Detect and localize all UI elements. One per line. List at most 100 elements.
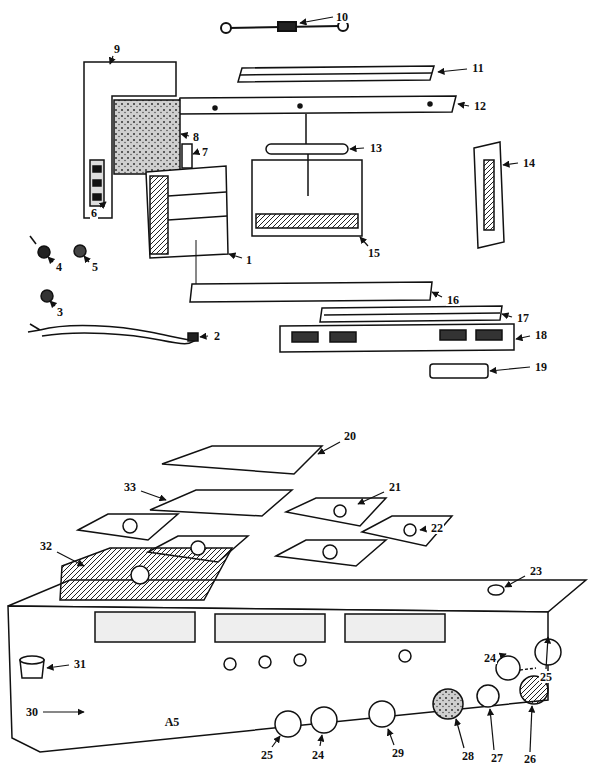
bracket-part xyxy=(90,160,104,206)
knob-parts xyxy=(369,701,395,727)
knob-parts xyxy=(477,685,499,707)
callout-number: 6 xyxy=(90,207,98,219)
callout-number: 27 xyxy=(490,752,504,764)
leader-arrows xyxy=(318,442,340,454)
cooktop-body xyxy=(215,614,325,642)
trim-parts xyxy=(190,282,432,302)
callout-number: 10 xyxy=(335,11,349,23)
callout-number: 13 xyxy=(369,142,383,154)
callout-number: 24 xyxy=(311,749,325,761)
callout-number: 33 xyxy=(123,481,137,493)
leader-arrows xyxy=(456,719,464,748)
grate-parts xyxy=(60,446,452,600)
callout-number: 2 xyxy=(213,330,221,342)
callout-number: 23 xyxy=(529,565,543,577)
knob-parts xyxy=(520,668,536,670)
callout-number: 11 xyxy=(471,62,484,74)
leader-arrows xyxy=(320,735,322,746)
trim-parts xyxy=(292,332,318,342)
trim-parts xyxy=(320,306,502,322)
rail-part xyxy=(428,102,432,106)
leader-arrows xyxy=(84,256,89,262)
side-bracket-part xyxy=(474,142,504,248)
burner-box-part xyxy=(146,166,228,258)
leader-arrows xyxy=(100,202,106,207)
rail-part xyxy=(298,104,302,108)
cooktop-body xyxy=(345,614,445,642)
trim-parts xyxy=(324,313,500,315)
model-mark: A5 xyxy=(164,716,181,728)
leader-arrows xyxy=(43,711,84,712)
leader-arrows xyxy=(500,654,506,656)
tube-part xyxy=(305,114,307,144)
harness-part xyxy=(221,21,348,33)
side-bracket-part xyxy=(484,160,494,230)
leader-arrows xyxy=(505,576,525,587)
burner-box-part xyxy=(168,216,227,220)
callout-number: 21 xyxy=(388,481,402,493)
callout-number: 25 xyxy=(260,749,274,761)
side-bracket-part xyxy=(474,142,504,248)
callout-number: 4 xyxy=(55,261,63,273)
small-fittings xyxy=(30,236,36,244)
grate-parts xyxy=(334,505,346,517)
leader-arrows xyxy=(229,254,242,258)
callout-number: 18 xyxy=(534,329,548,341)
callout-number: 30 xyxy=(25,706,39,718)
callout-number: 26 xyxy=(523,753,537,765)
callout-number: 25 xyxy=(539,671,553,683)
small-fittings xyxy=(30,236,86,302)
burner-box-part xyxy=(168,192,226,196)
callout-number: 16 xyxy=(446,294,460,306)
leader-arrows xyxy=(502,314,512,317)
cord-part xyxy=(28,324,40,332)
leader-arrows xyxy=(48,257,53,262)
leader-arrows xyxy=(50,301,55,306)
callout-number: 20 xyxy=(343,430,357,442)
small-fittings xyxy=(41,290,53,302)
trim-parts xyxy=(440,330,466,340)
cooktop-body xyxy=(259,656,271,668)
burner-box-part xyxy=(150,176,168,254)
callout-number: 3 xyxy=(56,306,64,318)
cooktop-body xyxy=(8,606,548,752)
grate-parts xyxy=(286,498,386,526)
leader-arrows xyxy=(420,529,426,530)
callout-number: 32 xyxy=(39,540,53,552)
callout-number: 15 xyxy=(367,247,381,259)
knob-parts xyxy=(20,656,44,664)
leader-arrows xyxy=(350,148,364,149)
knob-parts xyxy=(311,707,337,733)
cord-part xyxy=(188,333,198,341)
callout-number: 1 xyxy=(245,254,253,266)
small-fittings xyxy=(74,245,86,257)
leader-arrows xyxy=(432,292,442,297)
callout-number: 12 xyxy=(473,100,487,112)
cooktop-body xyxy=(95,612,195,642)
small-fittings xyxy=(38,246,50,258)
leader-arrows xyxy=(358,492,384,504)
leader-arrows xyxy=(200,336,208,337)
burner-box-part xyxy=(114,100,180,174)
knob-parts xyxy=(20,585,561,737)
leader-arrows xyxy=(546,637,548,669)
rail-part xyxy=(176,96,456,114)
knob-parts xyxy=(496,656,520,680)
grate-parts xyxy=(150,490,292,516)
callout-number: 22 xyxy=(430,522,444,534)
cooktop-body xyxy=(399,650,411,662)
grate-parts xyxy=(404,524,416,536)
grate-parts xyxy=(78,514,178,540)
cord-part xyxy=(42,333,196,344)
grate-parts xyxy=(162,446,322,474)
knob-parts xyxy=(275,711,301,737)
trim-parts xyxy=(280,324,514,352)
bracket-part xyxy=(93,194,101,200)
leader-arrows xyxy=(181,134,189,136)
callout-number: 14 xyxy=(522,157,536,169)
leader-arrows xyxy=(503,163,518,165)
callout-number: 24 xyxy=(483,652,497,664)
callout-number: 31 xyxy=(73,658,87,670)
leader-arrows xyxy=(47,665,69,668)
